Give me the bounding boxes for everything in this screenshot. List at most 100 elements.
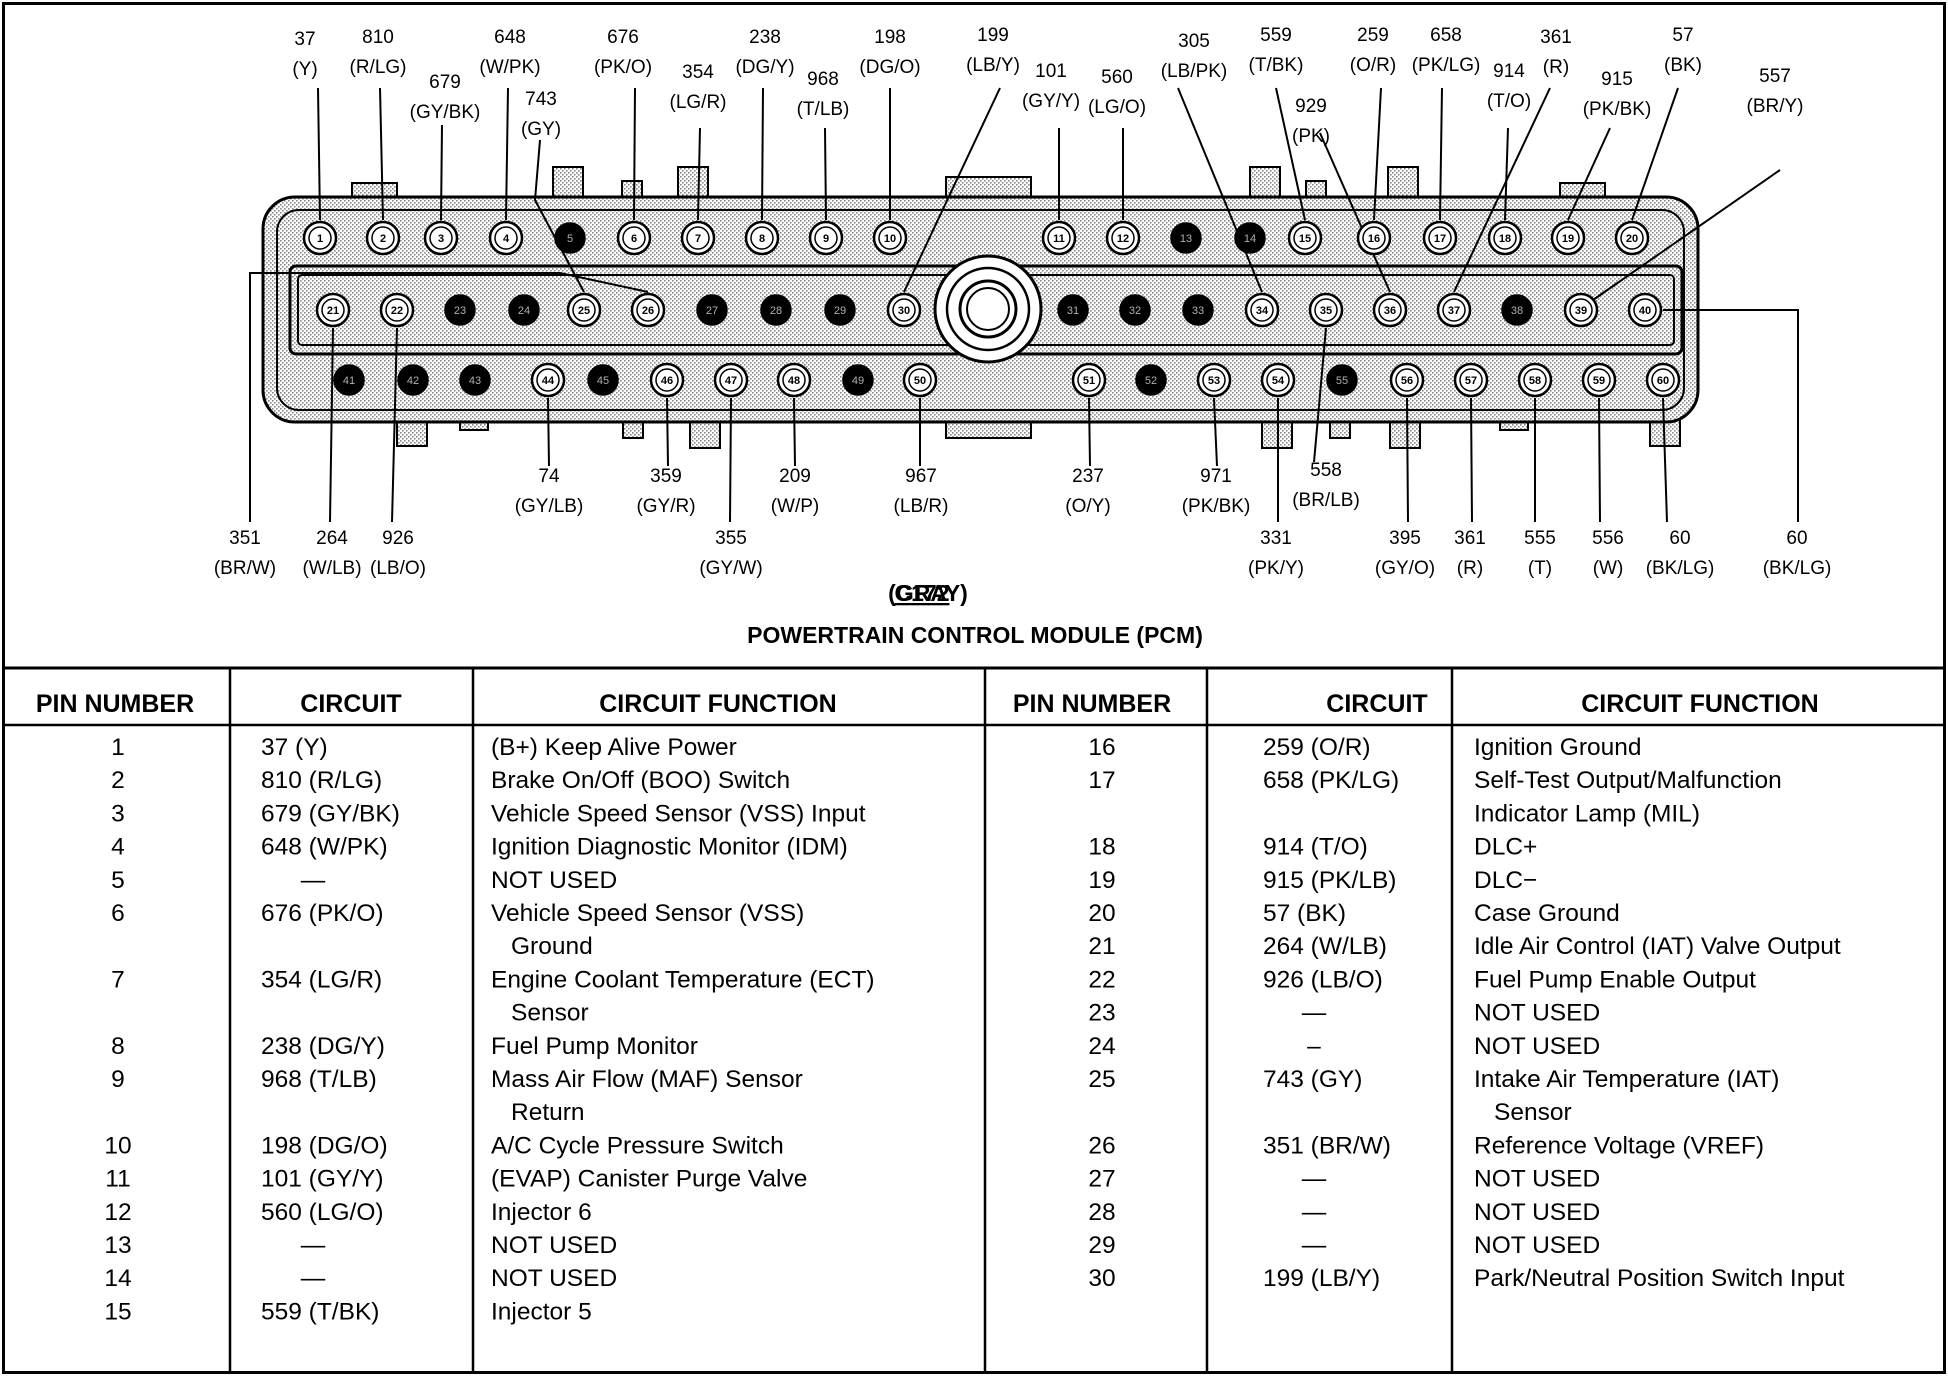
leader-line-pin-3 [440,124,443,221]
row-circuit: — [1302,1232,1327,1259]
leader-line-pin-2 [379,87,384,221]
svg-text:54: 54 [1272,375,1285,387]
callout-top-color-37: (R) [1543,57,1569,78]
svg-text:25: 25 [578,305,590,317]
row-function-line: NOT USED [491,1265,617,1292]
leader-line-pin-59 [1598,397,1601,523]
pin-59: 59 [1581,362,1617,398]
pin-57: 57 [1453,362,1489,398]
pin-28: 28 [760,294,792,326]
table-header-0: PIN NUMBER [36,690,194,718]
callout-top-circuit-3: 679 [429,72,461,93]
pin-56: 56 [1389,362,1425,398]
row-pin-number: 2 [111,767,125,794]
callout-top-circuit-15: 559 [1260,25,1292,46]
pin-19: 19 [1550,220,1586,256]
row-function-line: NOT USED [1474,1033,1600,1060]
leader-line-pin-53 [1213,397,1218,467]
pin-14: 14 [1234,222,1266,254]
pin-31: 31 [1057,294,1089,326]
pin-12: 12 [1105,220,1141,256]
callout-bottom-circuit-40: 60 [1786,528,1807,549]
svg-text:37: 37 [1448,305,1460,317]
leader-line-pin-20 [1631,87,1679,221]
callout-top-color-11: (GY/Y) [1022,91,1080,112]
row-pin-number: 27 [1088,1166,1115,1193]
callout-bottom-color-35: (BR/LB) [1292,490,1360,511]
row-function-line: Ignition Ground [1474,734,1642,761]
pin-17: 17 [1422,220,1458,256]
pin-35: 35 [1308,292,1344,328]
svg-text:6: 6 [631,233,637,245]
callout-bottom-circuit-46: 359 [650,466,682,487]
leader-line-pin-34 [1177,87,1263,293]
pin-47: 47 [713,362,749,398]
leader-line-pin-30 [903,87,1001,293]
svg-text:36: 36 [1384,305,1396,317]
row-function-line: Vehicle Speed Sensor (VSS) [491,900,804,927]
svg-text:48: 48 [788,375,800,387]
callout-top-color-4: (W/PK) [479,57,540,78]
row-circuit: — [1302,1166,1327,1193]
callout-top-color-12: (LG/O) [1088,97,1146,118]
pin-34: 34 [1244,292,1280,328]
row-circuit: — [301,1265,326,1292]
row-circuit: 648 (W/PK) [261,834,388,861]
row-function-line: NOT USED [1474,1232,1600,1259]
callout-top-color-1: (Y) [292,59,317,80]
svg-text:19: 19 [1562,233,1574,245]
pin-38: 38 [1501,294,1533,326]
row-function-line: Mass Air Flow (MAF) Sensor [491,1066,803,1093]
callout-top-circuit-11: 101 [1035,61,1067,82]
pin-44: 44 [530,362,566,398]
pin-58: 58 [1517,362,1553,398]
row-circuit: 676 (PK/O) [261,900,384,927]
pin-6: 6 [616,220,652,256]
row-circuit: 743 (GY) [1263,1066,1362,1093]
callout-top-color-18: (T/O) [1487,91,1531,112]
callout-bottom-color-22: (LB/O) [370,558,426,579]
svg-text:17: 17 [1434,233,1446,245]
pin-51: 51 [1071,362,1107,398]
svg-text:33: 33 [1192,305,1204,317]
svg-text:29: 29 [834,305,846,317]
row-circuit: — [301,1232,326,1259]
row-circuit: 926 (LB/O) [1263,966,1383,993]
svg-text:43: 43 [469,375,481,387]
svg-text:18: 18 [1499,233,1511,245]
pin-45: 45 [587,364,619,396]
svg-text:35: 35 [1320,305,1332,317]
callout-top-color-20: (BK) [1664,55,1702,76]
row-function-line: NOT USED [1474,1166,1600,1193]
callout-bottom-color-46: (GY/R) [636,496,695,517]
row-circuit: — [1302,1199,1327,1226]
pin-41: 41 [333,364,365,396]
row-circuit: 914 (T/O) [1263,834,1368,861]
callout-top-circuit-6: 676 [607,27,639,48]
pin-22: 22 [379,292,415,328]
table-row: 23—NOT USED [1088,1000,1600,1027]
pin-23: 23 [444,294,476,326]
pin-30: 30 [886,292,922,328]
row-function-line: DLC+ [1474,834,1537,861]
row-function-line: Vehicle Speed Sensor (VSS) Input [491,800,866,827]
connector-body [261,166,1700,449]
callout-bottom-circuit-57: 361 [1454,528,1486,549]
leader-line-pin-40 [1663,309,1799,522]
callout-top-color-3: (GY/BK) [410,102,481,123]
callout-top-circuit-1: 37 [294,29,315,50]
row-pin-number: 5 [111,867,125,894]
row-pin-number: 25 [1088,1066,1115,1093]
row-function-line: Park/Neutral Position Switch Input [1474,1265,1845,1292]
